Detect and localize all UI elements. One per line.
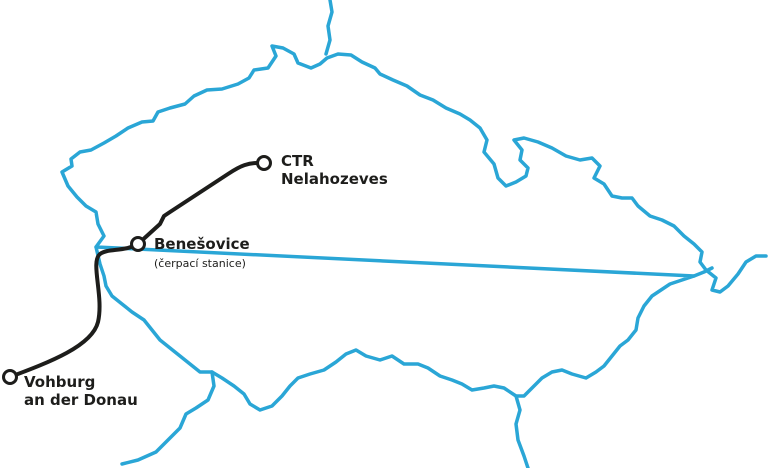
- label-vohburg-line1: Vohburg: [24, 373, 96, 391]
- label-benesovice: Benešovice (čerpací stanice): [154, 235, 250, 271]
- czech-border: [60, 44, 768, 412]
- station-marker-nelahozeves: [256, 155, 272, 171]
- label-nelahozeves-line1: CTR: [281, 152, 314, 170]
- river-vltava-south: [120, 370, 216, 466]
- station-marker-benesovice: [130, 236, 146, 252]
- station-marker-vohburg: [2, 369, 18, 385]
- label-benesovice-name: Benešovice: [154, 235, 250, 253]
- label-vohburg-line2: an der Donau: [24, 391, 138, 409]
- label-nelahozeves-line2: Nelahozeves: [281, 170, 388, 188]
- label-nelahozeves: CTR Nelahozeves: [281, 152, 388, 188]
- label-benesovice-note: (čerpací stanice): [154, 257, 246, 270]
- label-vohburg: Vohburg an der Donau: [24, 373, 138, 409]
- pipeline-route: [8, 160, 266, 379]
- river-danube: [514, 394, 530, 468]
- river-elbe: [324, 0, 334, 56]
- river-morava-east: [692, 266, 714, 278]
